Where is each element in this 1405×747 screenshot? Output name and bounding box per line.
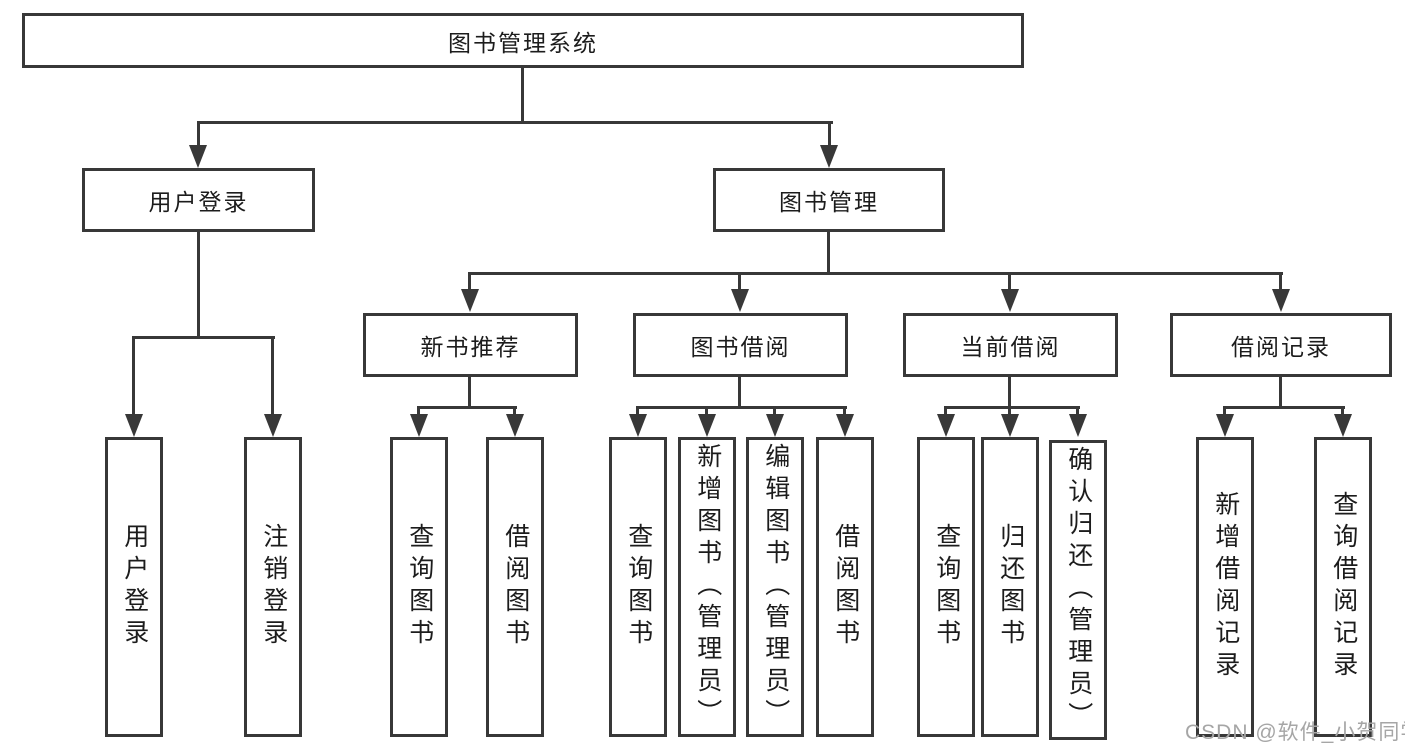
edge-recommend-stub xyxy=(468,377,471,409)
arrow-down-icon xyxy=(766,414,784,437)
edge-to-book-borrow xyxy=(738,275,741,289)
edge-current-borrow-stub xyxy=(1008,377,1011,409)
leaf-edit-book-admin: 编辑图书（管理员） xyxy=(746,437,804,737)
node-label: 图书管理 xyxy=(779,189,879,215)
leaf-query-books-recommend: 查询图书 xyxy=(390,437,448,737)
edge-to-current-borrow xyxy=(1008,275,1011,289)
arrow-down-icon xyxy=(820,145,838,168)
node-label: 用户登录 xyxy=(120,523,149,651)
edge-leaf-stem xyxy=(773,406,776,416)
edge-leaf-stem xyxy=(944,406,947,416)
edge-book-borrow-hbar xyxy=(636,406,847,409)
edge-user-login-hbar xyxy=(132,336,275,339)
leaf-query-books-borrow: 查询图书 xyxy=(609,437,667,737)
edge-root-hbar xyxy=(197,121,833,124)
arrow-down-icon xyxy=(1272,289,1290,312)
edge-to-new-book-recommend xyxy=(468,275,471,289)
node-label: 查询借阅记录 xyxy=(1329,491,1358,683)
node-label: 当前借阅 xyxy=(960,334,1061,360)
node-book-management-system: 图书管理系统 xyxy=(22,13,1024,68)
edge-user-login-stub xyxy=(197,232,200,336)
node-label: 借阅图书 xyxy=(501,523,530,651)
arrow-down-icon xyxy=(264,414,282,437)
arrow-down-icon xyxy=(836,414,854,437)
edge-leaf-stem xyxy=(1341,406,1344,416)
edge-leaf-stem xyxy=(636,406,639,416)
leaf-user-login: 用户登录 xyxy=(105,437,163,737)
node-label: 查询图书 xyxy=(624,523,653,651)
edge-leaf-stem xyxy=(417,406,420,416)
arrow-down-icon xyxy=(189,145,207,168)
edge-book-borrow-stub xyxy=(738,377,741,409)
node-label: 查询图书 xyxy=(405,523,434,651)
arrow-down-icon xyxy=(698,414,716,437)
arrow-down-icon xyxy=(410,414,428,437)
edge-leaf-stem xyxy=(1008,406,1011,416)
node-label: 注销登录 xyxy=(259,523,288,651)
edge-leaf-stem xyxy=(1223,406,1226,416)
arrow-down-icon xyxy=(125,414,143,437)
leaf-query-borrow-record: 查询借阅记录 xyxy=(1314,437,1372,737)
arrow-down-icon xyxy=(731,289,749,312)
node-label: 借阅记录 xyxy=(1231,334,1331,360)
edge-to-book-management xyxy=(828,124,831,146)
arrow-down-icon xyxy=(506,414,524,437)
arrow-down-icon xyxy=(1001,289,1019,312)
node-label: 归还图书 xyxy=(996,523,1025,651)
node-label: 用户登录 xyxy=(148,189,249,215)
node-label: 确认归还（管理员） xyxy=(1064,446,1093,734)
arrow-down-icon xyxy=(1001,414,1019,437)
node-book-management: 图书管理 xyxy=(713,168,945,232)
leaf-add-book-admin: 新增图书（管理员） xyxy=(678,437,736,737)
edge-to-leaf-logout xyxy=(271,339,274,416)
node-current-borrow: 当前借阅 xyxy=(903,313,1118,377)
node-label: 新增图书（管理员） xyxy=(693,443,722,731)
edge-borrow-records-hbar xyxy=(1223,406,1345,409)
node-label: 借阅图书 xyxy=(831,523,860,651)
edge-borrow-records-stub xyxy=(1279,377,1282,409)
edge-leaf-stem xyxy=(513,406,516,416)
node-label: 查询图书 xyxy=(932,523,961,651)
edge-leaf-stem xyxy=(705,406,708,416)
edge-current-borrow-hbar xyxy=(944,406,1080,409)
node-label: 新书推荐 xyxy=(420,334,521,360)
node-label: 图书管理系统 xyxy=(448,29,598,56)
arrow-down-icon xyxy=(937,414,955,437)
leaf-query-books-current: 查询图书 xyxy=(917,437,975,737)
leaf-confirm-return-admin: 确认归还（管理员） xyxy=(1049,440,1107,740)
leaf-logout: 注销登录 xyxy=(244,437,302,737)
node-new-book-recommend: 新书推荐 xyxy=(363,313,578,377)
edge-leaf-stem xyxy=(843,406,846,416)
edge-to-borrow-records xyxy=(1279,275,1282,289)
node-book-borrow: 图书借阅 xyxy=(633,313,848,377)
leaf-return-book: 归还图书 xyxy=(981,437,1039,737)
arrow-down-icon xyxy=(1216,414,1234,437)
edge-to-user-login xyxy=(197,124,200,146)
leaf-borrow-books-2: 借阅图书 xyxy=(816,437,874,737)
node-borrow-records: 借阅记录 xyxy=(1170,313,1392,377)
edge-recommend-hbar xyxy=(417,406,517,409)
edge-leaf-stem xyxy=(1076,406,1079,416)
node-label: 新增借阅记录 xyxy=(1211,491,1240,683)
node-label: 编辑图书（管理员） xyxy=(761,443,790,731)
leaf-add-borrow-record: 新增借阅记录 xyxy=(1196,437,1254,737)
edge-to-leaf-user-login xyxy=(132,339,135,416)
node-label: 图书借阅 xyxy=(690,334,791,360)
edge-book-management-hbar xyxy=(468,272,1283,275)
node-user-login: 用户登录 xyxy=(82,168,315,232)
arrow-down-icon xyxy=(461,289,479,312)
leaf-borrow-books-recommend: 借阅图书 xyxy=(486,437,544,737)
arrow-down-icon xyxy=(629,414,647,437)
edge-book-management-stub xyxy=(827,232,830,272)
watermark: CSDN @软件_小贺同学 xyxy=(1185,721,1405,744)
arrow-down-icon xyxy=(1069,414,1087,437)
edge-root-stub xyxy=(521,68,524,124)
arrow-down-icon xyxy=(1334,414,1352,437)
